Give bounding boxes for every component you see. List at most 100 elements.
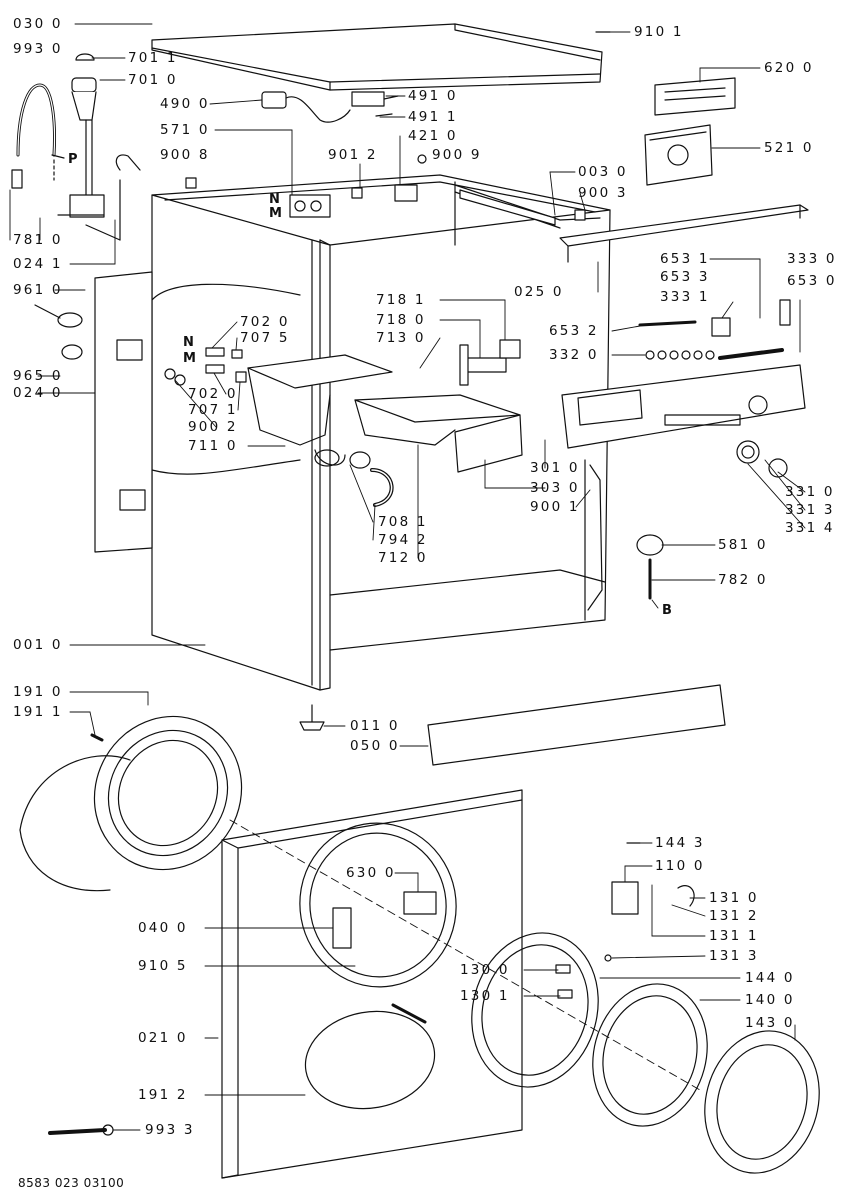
connector-letter-p: P [68, 152, 78, 167]
cap-part [75, 53, 95, 61]
part-label-708-1: 708 1 [378, 514, 428, 530]
siphon-part [71, 77, 97, 201]
top-cover-part [151, 23, 603, 91]
interference-filter-part [394, 184, 418, 202]
part-label-900-2: 900 2 [188, 419, 238, 435]
part-label-040-0: 040 0 [138, 920, 188, 936]
document-id: 8583 023 03100 [18, 1176, 125, 1190]
part-label-050-0: 050 0 [350, 738, 400, 754]
pin-part [205, 347, 225, 357]
front-panel-part [221, 789, 701, 1179]
connector-letter-n: N [183, 335, 194, 350]
switch-part [779, 299, 791, 326]
part-label-331-4: 331 4 [785, 520, 835, 536]
part-label-421-0: 421 0 [408, 128, 458, 144]
clip-part [185, 177, 197, 189]
part-label-021-0: 021 0 [138, 1030, 188, 1046]
door-glass-part [592, 983, 708, 1127]
spring-part [391, 1003, 427, 1024]
door-outer-ring-part [704, 1030, 820, 1174]
connector-letter-m: M [183, 351, 196, 366]
program-knob-part [736, 440, 788, 478]
part-label-301-0: 301 0 [530, 460, 580, 476]
part-label-581-0: 581 0 [718, 537, 768, 553]
part-label-024-1: 024 1 [13, 256, 63, 272]
part-label-011-0: 011 0 [350, 718, 400, 734]
part-label-025-0: 025 0 [514, 284, 564, 300]
adjustable-foot-part [299, 704, 325, 731]
part-label-024-0: 024 0 [13, 385, 63, 401]
part-label-143-0: 143 0 [745, 1015, 795, 1031]
part-label-144-0: 144 0 [745, 970, 795, 986]
part-label-653-0: 653 0 [787, 273, 837, 289]
pin-part [235, 371, 247, 383]
pin-part [231, 349, 243, 359]
part-label-781-0: 781 0 [13, 232, 63, 248]
part-label-782-0: 782 0 [718, 572, 768, 588]
part-label-491-0: 491 0 [408, 88, 458, 104]
part-label-490-0: 490 0 [160, 96, 210, 112]
detergent-drawer-part [354, 394, 523, 473]
part-label-191-2: 191 2 [138, 1087, 188, 1103]
part-label-653-2: 653 2 [549, 323, 599, 339]
part-label-030-0: 030 0 [13, 16, 63, 32]
part-label-712-0: 712 0 [378, 550, 428, 566]
cross-beam-part [559, 204, 809, 247]
part-label-140-0: 140 0 [745, 992, 795, 1008]
part-label-131-3: 131 3 [709, 948, 759, 964]
part-label-900-1: 900 1 [530, 499, 580, 515]
part-label-900-9: 900 9 [432, 147, 482, 163]
screw-part [417, 154, 427, 164]
screw-part [604, 954, 612, 962]
bellows-hose-part [349, 451, 394, 507]
part-label-332-0: 332 0 [549, 347, 599, 363]
part-label-910-5: 910 5 [138, 958, 188, 974]
display-board-part [654, 77, 736, 116]
part-label-653-1: 653 1 [660, 251, 710, 267]
part-label-702-0-b: 702 0 [188, 386, 238, 402]
door-handle-part [611, 881, 639, 915]
part-label-110-0: 110 0 [655, 858, 705, 874]
part-label-701-1: 701 1 [128, 50, 178, 66]
part-label-521-0: 521 0 [764, 140, 814, 156]
part-label-331-3: 331 3 [785, 502, 835, 518]
part-label-707-1: 707 1 [188, 402, 238, 418]
part-label-718-1: 718 1 [376, 292, 426, 308]
connector-letter-b: B [662, 603, 672, 618]
part-label-900-3: 900 3 [578, 185, 628, 201]
back-panel-part [94, 271, 153, 553]
pipe-part [459, 344, 469, 386]
valve-assembly-part [57, 154, 141, 241]
clip-part [574, 209, 586, 221]
siphon-cap-part [499, 339, 521, 359]
hinge-part [332, 907, 352, 949]
bracket-part [587, 464, 603, 611]
part-label-331-0: 331 0 [785, 484, 835, 500]
part-label-965-0: 965 0 [13, 368, 63, 384]
door-lock-part [403, 891, 437, 915]
part-label-993-0: 993 0 [13, 41, 63, 57]
tool-part [48, 1124, 114, 1136]
part-label-571-0: 571 0 [160, 122, 210, 138]
connector-letter-n: N [269, 192, 280, 207]
part-label-333-0: 333 0 [787, 251, 837, 267]
spring-part [90, 733, 104, 742]
rail-part [459, 189, 556, 226]
hinge-insert-part [555, 964, 571, 974]
part-label-131-1: 131 1 [709, 928, 759, 944]
part-label-303-0: 303 0 [530, 480, 580, 496]
part-label-001-0: 001 0 [13, 637, 63, 653]
part-label-003-0: 003 0 [578, 164, 628, 180]
switch-part [711, 317, 731, 337]
filter-part [351, 91, 399, 117]
part-label-718-0: 718 0 [376, 312, 426, 328]
part-label-191-0: 191 0 [13, 684, 63, 700]
part-label-653-3: 653 3 [660, 269, 710, 285]
part-label-901-2: 901 2 [328, 147, 378, 163]
pressure-switch-part [636, 534, 664, 600]
part-label-711-0: 711 0 [188, 438, 238, 454]
part-label-993-3: 993 3 [145, 1122, 195, 1138]
dispenser-housing-part [247, 354, 393, 467]
part-label-702-0-a: 702 0 [240, 314, 290, 330]
part-label-701-0: 701 0 [128, 72, 178, 88]
